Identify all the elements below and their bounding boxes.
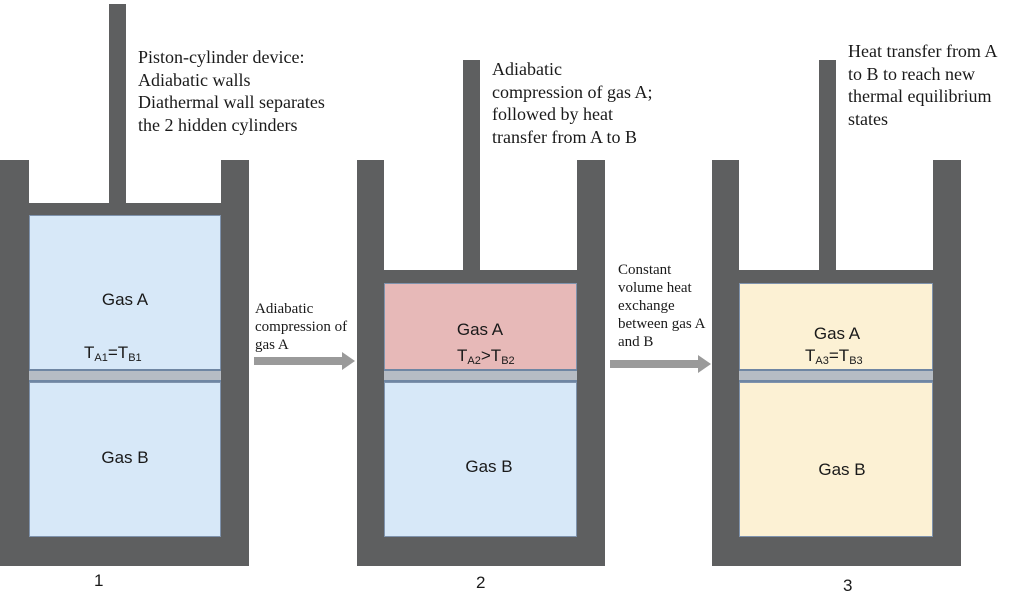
cylinder-2-piston-head bbox=[384, 270, 577, 283]
panel-2-caption: Adiabatic compression of gas A; followed… bbox=[492, 59, 653, 147]
cylinder-1-piston-rod bbox=[109, 4, 126, 204]
cylinder-3-right-wall bbox=[933, 160, 961, 566]
cylinder-3-piston-rod bbox=[819, 60, 836, 271]
cylinder-2-gas-a bbox=[384, 283, 577, 370]
cylinder-2-right-wall bbox=[577, 160, 605, 566]
panel-3-caption: Heat transfer from A to B to reach new t… bbox=[848, 41, 998, 129]
cylinder-1-gas-b bbox=[29, 382, 221, 537]
arrow-1-caption: Adiabatic compression of gas A bbox=[255, 301, 348, 353]
cylinder-2-temperature-relation: TA2>TB2 bbox=[457, 346, 515, 367]
cylinder-3-left-wall bbox=[712, 160, 739, 566]
cylinder-3-gas-b-label: Gas B bbox=[818, 460, 866, 479]
cylinder-3-piston-head bbox=[739, 270, 933, 283]
cylinder-2-diathermal-wall bbox=[384, 369, 577, 382]
arrow-2 bbox=[610, 355, 711, 373]
arrow-2-caption: Constant volume heat exchange between ga… bbox=[618, 262, 706, 350]
cylinder-2-gas-b bbox=[384, 382, 577, 537]
panel-1-caption: Piston-cylinder device: Adiabatic walls … bbox=[138, 47, 325, 135]
cylinder-3-gas-b bbox=[739, 382, 933, 537]
cylinder-1-temperature-relation: TA1=TB1 bbox=[84, 343, 142, 364]
cylinder-1-left-wall bbox=[0, 160, 29, 566]
panel-1-number: 1 bbox=[94, 571, 104, 590]
cylinder-3-bottom-wall bbox=[712, 537, 961, 566]
cylinder-3-temperature-relation: TA3=TB3 bbox=[805, 346, 863, 367]
cylinder-1-gas-a bbox=[29, 215, 221, 370]
cylinder-3-diathermal-wall bbox=[739, 369, 933, 382]
cylinder-1-piston-head bbox=[29, 203, 221, 215]
panel-3-number: 3 bbox=[843, 576, 853, 595]
arrow-1-shape bbox=[254, 352, 355, 370]
panel-2-number: 2 bbox=[476, 573, 486, 592]
cylinder-1-gas-b-label: Gas B bbox=[101, 448, 149, 467]
cylinder-2-piston-rod bbox=[463, 60, 480, 271]
arrow-1 bbox=[254, 352, 355, 370]
arrow-2-shape bbox=[610, 355, 711, 373]
cylinder-2-left-wall bbox=[357, 160, 384, 566]
cylinder-1-right-wall bbox=[221, 160, 249, 566]
cylinder-1-bottom-wall bbox=[0, 537, 249, 566]
cylinder-2-gas-a-label: Gas A bbox=[456, 320, 504, 339]
cylinder-3-gas-a-label: Gas A bbox=[813, 324, 861, 343]
cylinder-2-bottom-wall bbox=[357, 537, 605, 566]
cylinder-1-diathermal-wall bbox=[29, 369, 221, 382]
cylinder-2-gas-b-label: Gas B bbox=[465, 457, 513, 476]
cylinder-1-gas-a-label: Gas A bbox=[101, 290, 149, 309]
